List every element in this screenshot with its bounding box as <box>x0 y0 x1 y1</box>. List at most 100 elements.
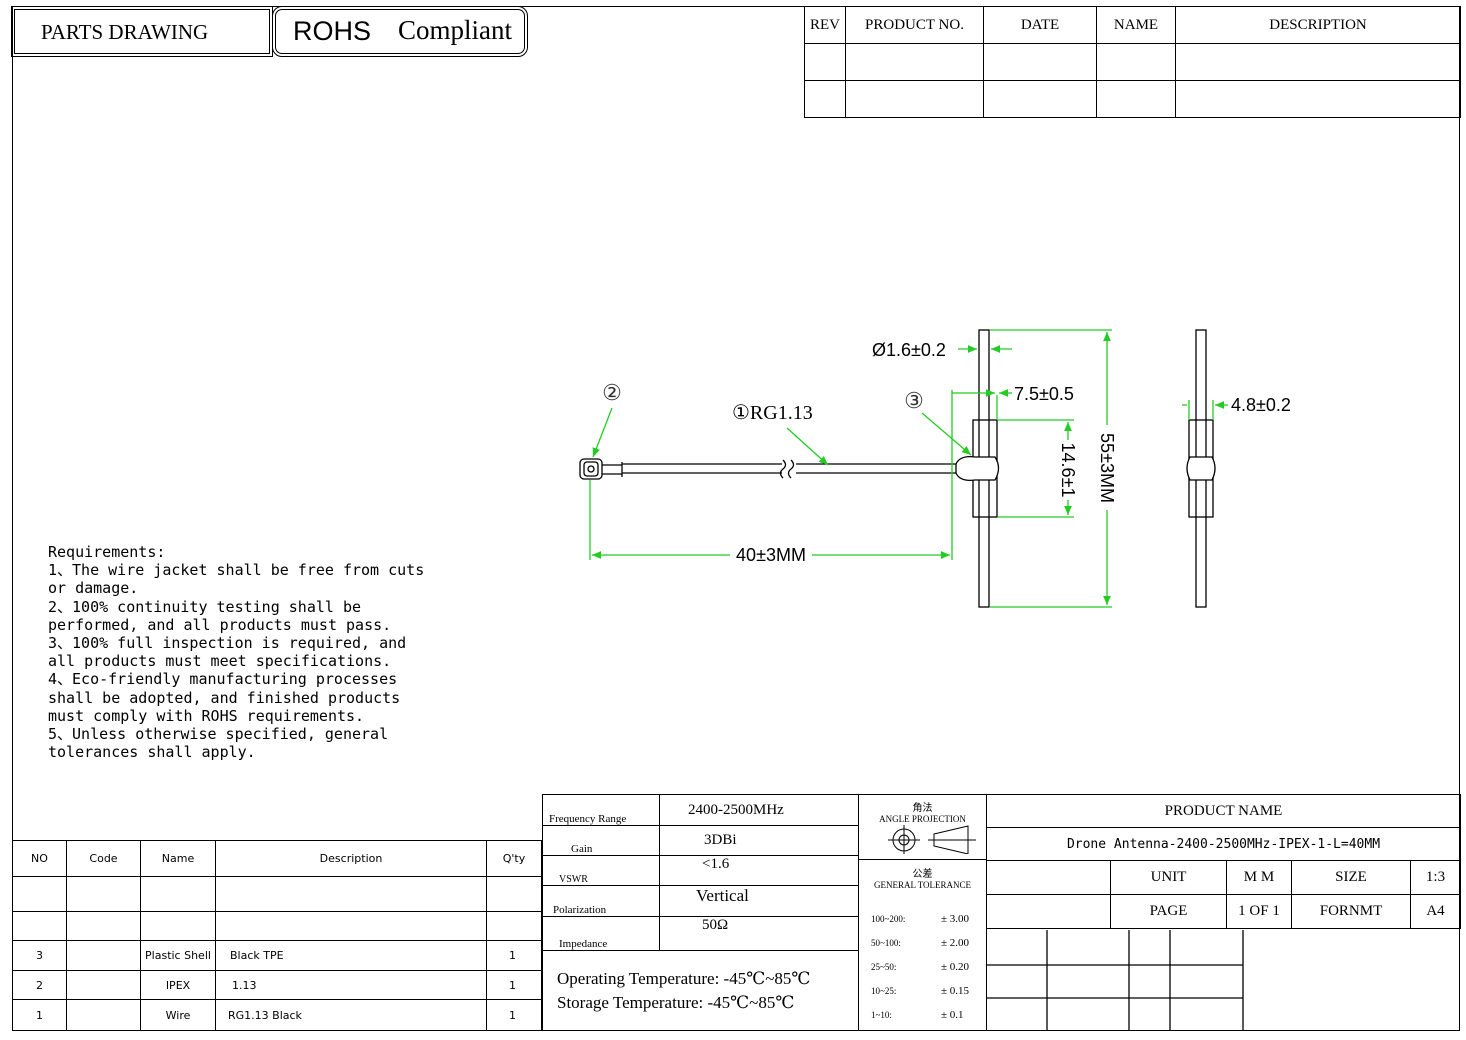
tolerance-value: ± 0.1 <box>941 1009 964 1021</box>
tolerance-row: 100~200: ± 3.00 <box>871 907 981 931</box>
tolerance-range: 25~50: <box>871 962 897 972</box>
tolerance-row: 25~50: ± 0.20 <box>871 955 981 979</box>
unit-label: UNIT <box>1110 860 1227 895</box>
callout-leaders <box>592 407 972 466</box>
title-cell <box>986 894 1111 929</box>
bom-no: 1 <box>12 999 67 1031</box>
tolerance-value: ± 0.15 <box>941 985 970 997</box>
title-block-grid <box>986 930 1244 1031</box>
bom-code <box>66 970 141 1000</box>
bom-qty: 1 <box>486 999 542 1031</box>
antenna-drawing: ② ①RG1.13 ③ Ø1.6±0.2 7.5±0.5 40±3MM 4.8±… <box>579 329 1291 608</box>
tolerance-range: 10~25: <box>871 986 897 996</box>
rev-cell <box>983 43 1097 81</box>
rohs-badge: ROHS Compliant <box>272 6 528 57</box>
spec-value: 50Ω <box>659 916 859 951</box>
bom-name <box>140 876 216 912</box>
spec-value: 3DBi <box>659 825 859 856</box>
bom-code <box>66 911 141 941</box>
format-value: A4 <box>1410 894 1461 929</box>
page-value: 1 OF 1 <box>1226 894 1292 929</box>
bom-desc: Black TPE <box>215 940 487 971</box>
bom-name: IPEX <box>140 970 216 1000</box>
title-cell <box>986 860 1111 895</box>
bom-qty: 1 <box>486 970 542 1000</box>
spec-label: VSWR <box>542 855 660 886</box>
bom-code <box>66 999 141 1031</box>
tolerance-row: 10~25: ± 0.15 <box>871 979 981 1003</box>
rev-cell <box>1096 80 1176 118</box>
bom-desc: 1.13 <box>215 970 487 1000</box>
dim-shell-width-lines <box>952 389 1012 420</box>
rev-cell <box>845 80 984 118</box>
dim-total-length: 55±3MM <box>1097 433 1117 503</box>
tolerance-list: 100~200:± 3.00 50~100:± 2.00 25~50:± 0.2… <box>871 907 981 1027</box>
projection-cn: 角法 <box>912 803 933 814</box>
bom-name: Plastic Shell <box>140 940 216 971</box>
rev-cell <box>983 80 1097 118</box>
spec-value: 2400-2500MHz <box>659 794 859 826</box>
antenna-front-view <box>955 329 1000 608</box>
spec-label: Gain <box>542 825 660 856</box>
product-no-header: PRODUCT NO. <box>845 6 984 44</box>
storage-temperature: Storage Temperature: -45℃~85℃ <box>557 992 795 1012</box>
dim-diameter: Ø1.6±0.2 <box>872 340 946 360</box>
callout-ipex: ② <box>602 380 622 405</box>
table-row <box>12 911 542 941</box>
tolerance-range: 100~200: <box>871 914 906 924</box>
bom-header-qty: Q'ty <box>486 840 542 877</box>
cable <box>622 459 956 479</box>
projection-en: ANGLE PROJECTION <box>879 814 966 824</box>
drawing-frame <box>12 6 1460 1031</box>
tolerance-row: 1~10:± 0.1 <box>871 1003 981 1027</box>
spec-value: Vertical <box>659 885 859 917</box>
bom-code <box>66 940 141 971</box>
revision-table: REV PRODUCT NO. DATE NAME DESCRIPTION <box>804 6 1461 118</box>
bom-qty <box>486 911 542 941</box>
table-row <box>12 876 542 912</box>
dim-shell-length-lines <box>998 419 1074 518</box>
dim-side-width-lines <box>1182 400 1228 420</box>
tolerance-value: ± 3.00 <box>941 913 970 925</box>
page-label: PAGE <box>1110 894 1227 929</box>
antenna-side-view <box>1186 329 1216 608</box>
tolerance-en: GENERAL TOLERANCE <box>873 880 972 890</box>
format-label: FORNMT <box>1291 894 1411 929</box>
rev-cell <box>804 80 846 118</box>
scale-value: 1:3 <box>1410 860 1461 895</box>
bom-qty: 1 <box>486 940 542 971</box>
rev-cell <box>1175 80 1461 118</box>
tolerance-cn: 公差 <box>912 869 933 880</box>
bom-qty <box>486 876 542 912</box>
dim-side-width: 4.8±0.2 <box>1231 395 1291 415</box>
dim-total-length-lines <box>990 329 1112 608</box>
bom-no: 3 <box>12 940 67 971</box>
tolerance-value: ± 0.20 <box>941 961 970 973</box>
spec-value: <1.6 <box>659 855 859 886</box>
operating-temperature: Operating Temperature: -45℃~85℃ <box>557 968 811 988</box>
spec-label: Frequency Range <box>542 794 660 826</box>
product-name: Drone Antenna-2400-2500MHz-IPEX-1-L=40MM <box>986 827 1461 861</box>
size-label: SIZE <box>1291 860 1411 895</box>
bom-header-description: Description <box>215 840 487 877</box>
date-header: DATE <box>983 6 1097 44</box>
bom-no: 2 <box>12 970 67 1000</box>
bom-desc <box>215 911 487 941</box>
bom-no <box>12 911 67 941</box>
dim-shell-length: 14.6±1 <box>1058 443 1078 498</box>
name-header: NAME <box>1096 6 1176 44</box>
callout-shell: ③ <box>904 388 924 413</box>
dim-cable-length: 40±3MM <box>736 545 806 565</box>
bom-desc <box>215 876 487 912</box>
projection-symbol-icon <box>887 825 976 855</box>
rev-cell <box>804 43 846 81</box>
bom-code <box>66 876 141 912</box>
tolerance-range: 50~100: <box>871 938 901 948</box>
bom-no <box>12 876 67 912</box>
spec-label: Impedance <box>542 916 660 951</box>
bom-name: Wire <box>140 999 216 1031</box>
